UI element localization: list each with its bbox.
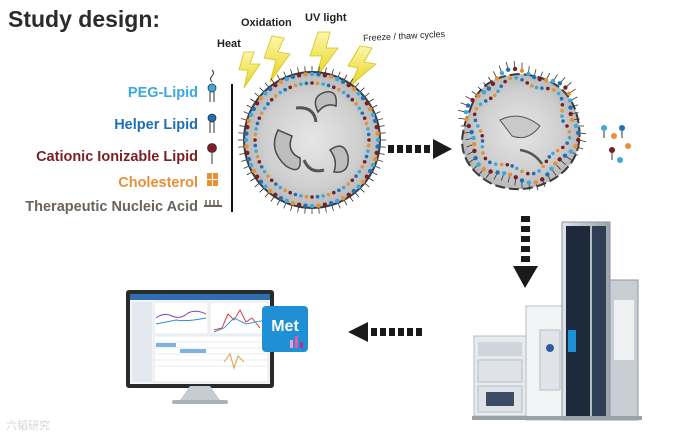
computer-monitor	[126, 290, 274, 404]
page-title: Study design:	[8, 6, 161, 32]
legend-helper-lipid: Helper Lipid	[114, 117, 198, 133]
helper-lipid-icon	[207, 113, 217, 133]
peg-lipid-icon	[207, 69, 217, 102]
legend-cationic-lipid: Cationic Ionizable Lipid	[36, 149, 198, 165]
oxidation-lightning-icon	[263, 35, 291, 83]
freeze-thaw-lightning-icon	[347, 45, 377, 87]
nucleic-acid-icon	[204, 200, 222, 207]
met-badge-label: Met	[271, 318, 299, 335]
watermark: 六韬研究	[6, 420, 50, 432]
arrow-left-data	[348, 322, 422, 342]
arrow-right-degradation	[388, 139, 452, 159]
legend-cholesterol: Cholesterol	[118, 175, 198, 191]
heat-label: Heat	[217, 38, 241, 50]
oxidation-label: Oxidation	[241, 17, 292, 29]
uv-light-label: UV light	[305, 12, 347, 24]
uv-lightning-icon	[309, 31, 339, 79]
released-fragments	[601, 125, 631, 163]
legend-nucleic-acid: Therapeutic Nucleic Acid	[25, 199, 198, 215]
heat-lightning-icon	[238, 51, 261, 89]
cationic-lipid-icon	[207, 143, 217, 164]
cholesterol-icon	[207, 173, 218, 186]
intact-lnp-particle	[238, 66, 386, 214]
degraded-lnp-particle	[458, 60, 631, 191]
legend-peg-lipid: PEG-Lipid	[127, 85, 198, 101]
arrow-down-analysis	[513, 216, 538, 288]
met-software-icon: Met	[262, 306, 308, 352]
mass-spectrometer	[472, 221, 642, 421]
